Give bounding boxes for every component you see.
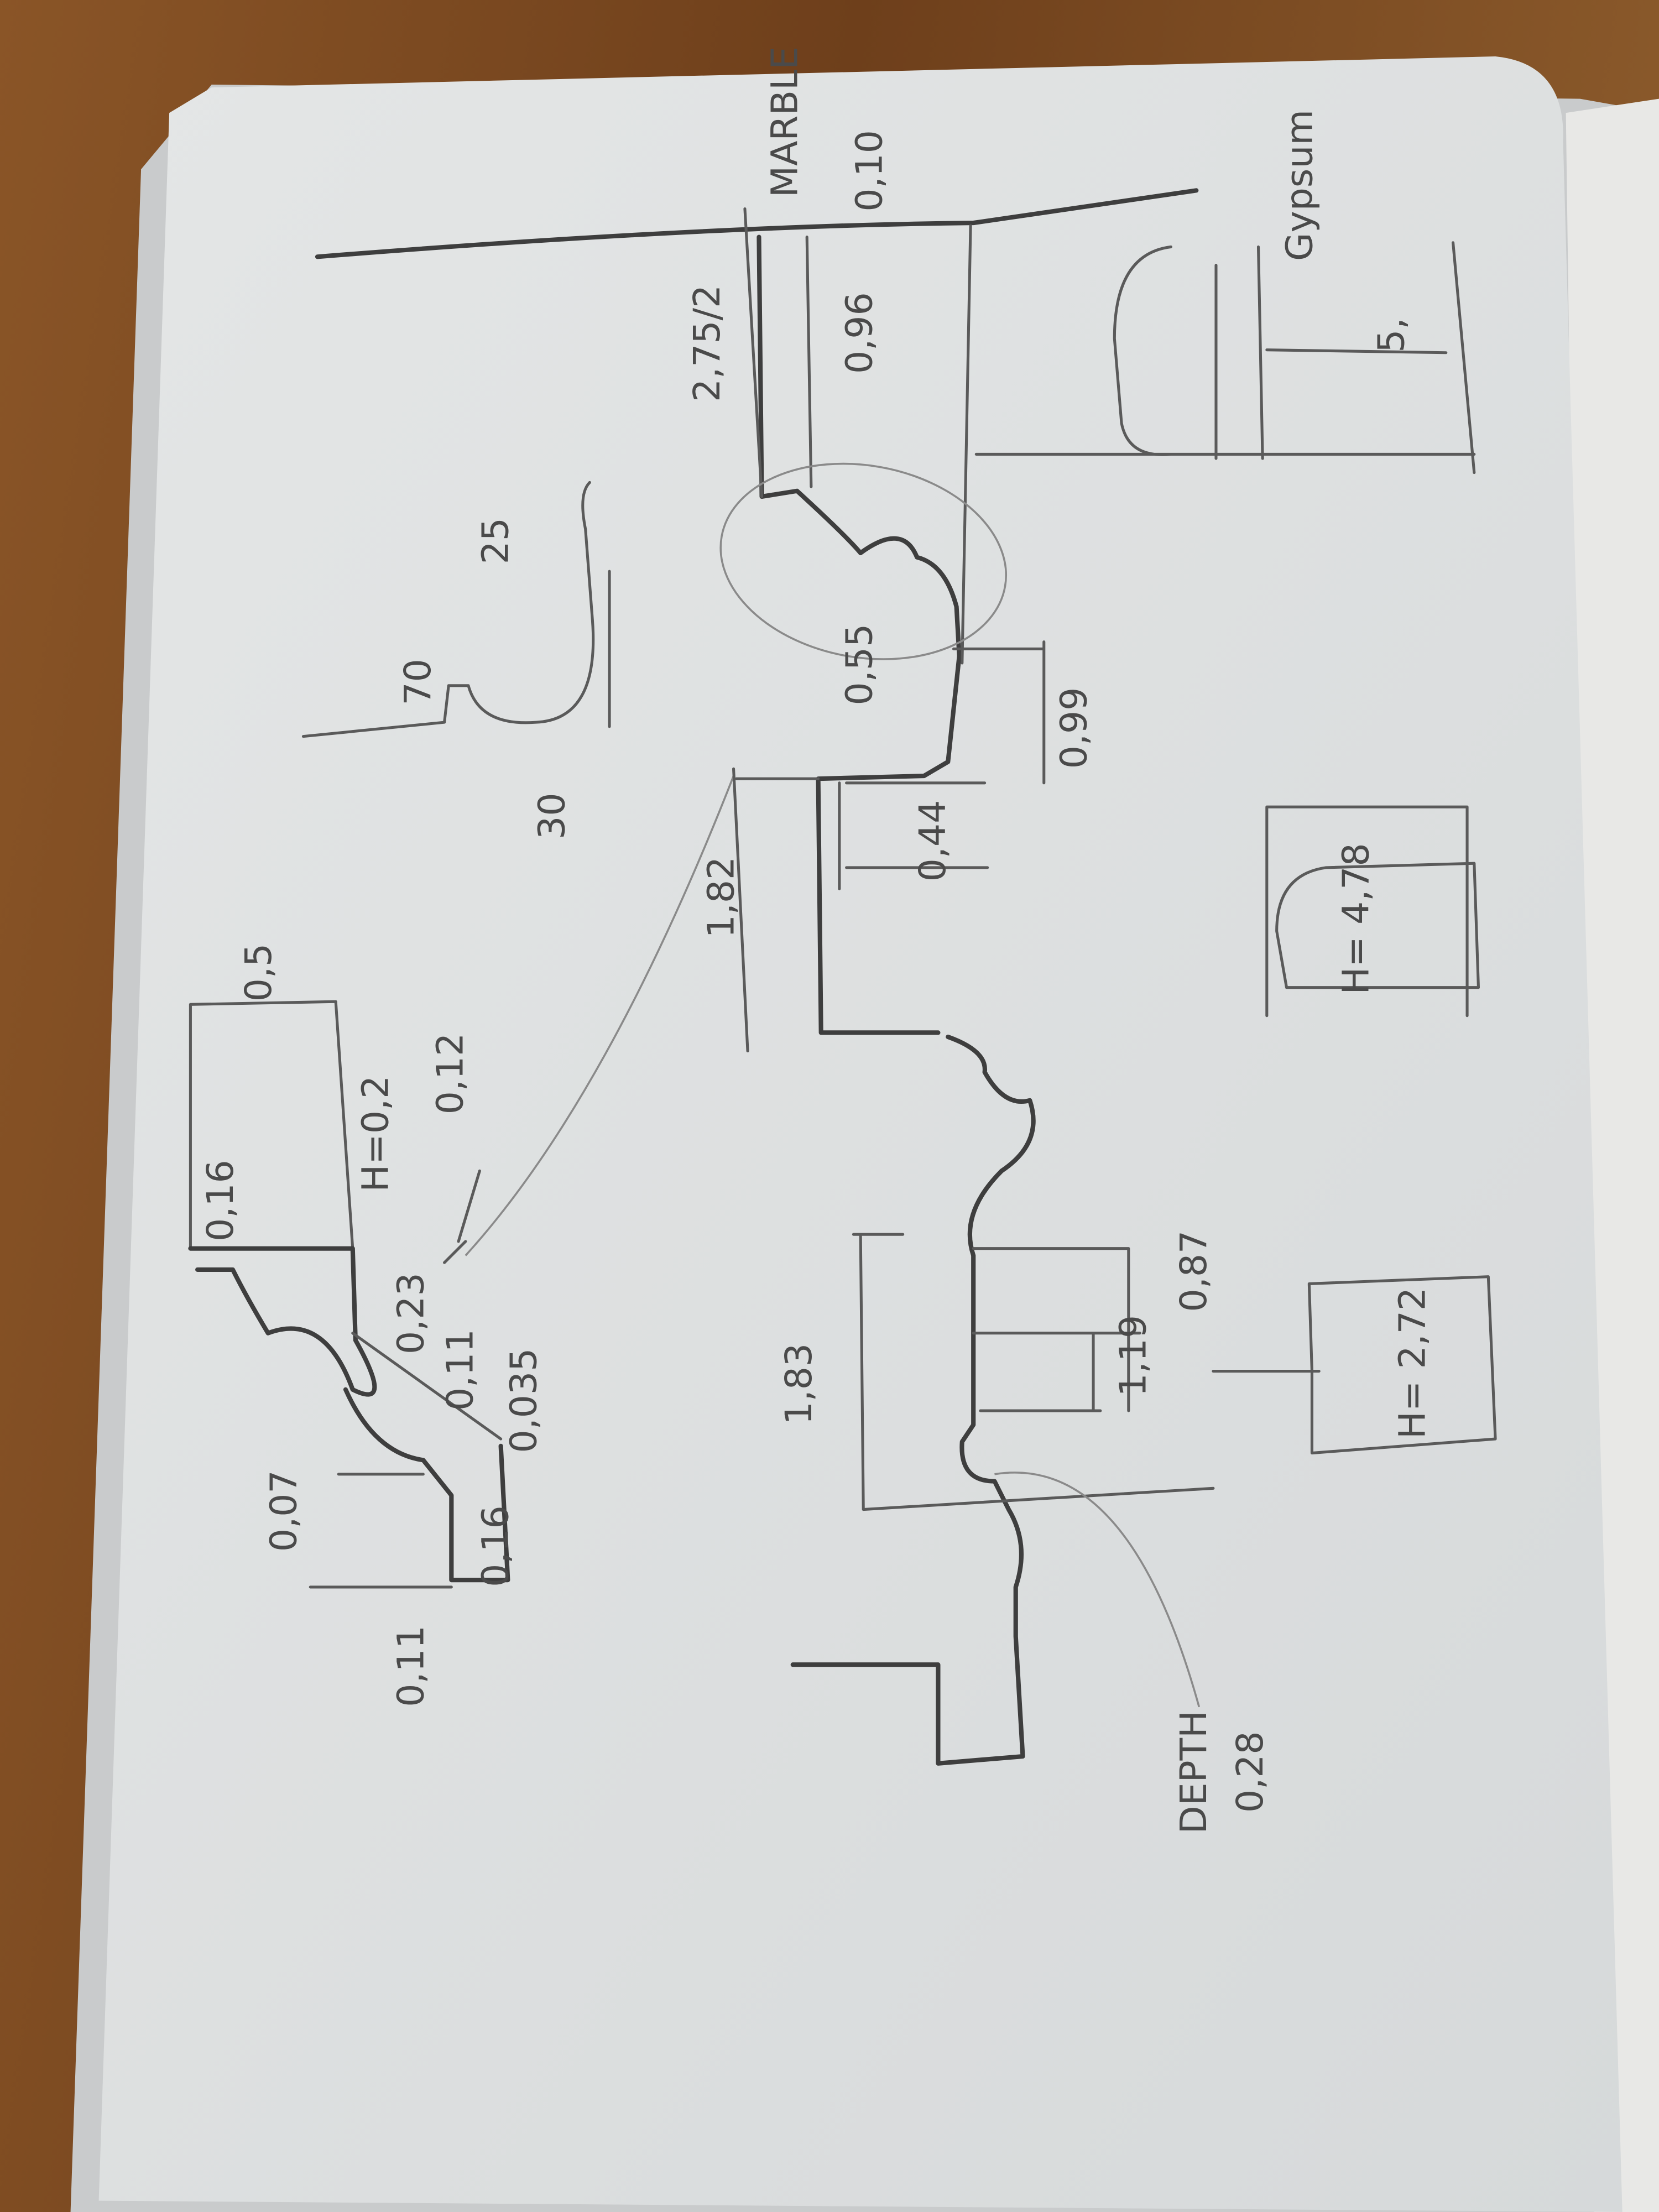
label-1-82: 1,82 — [700, 857, 743, 938]
label-0-96: 0,96 — [838, 292, 881, 374]
label-0-44: 0,44 — [911, 800, 954, 882]
label-0-28: 0,28 — [1228, 1731, 1271, 1813]
label-2-75-2: 2,75/2 — [685, 285, 728, 402]
label-0-87: 0,87 — [1172, 1230, 1215, 1312]
label-0-5: 0,5 — [237, 943, 280, 1001]
label-0-10: 0,10 — [847, 130, 890, 212]
small-profile-drawing — [301, 481, 611, 738]
label-1-83: 1,83 — [777, 1343, 820, 1425]
gypsum-block-drawing — [974, 241, 1476, 474]
label-0-035: 0,035 — [502, 1348, 545, 1453]
label-0-16-top: 0,16 — [199, 1160, 242, 1241]
lower-profile-drawing — [790, 1168, 1497, 1766]
label-h-4-78: H= 4,78 — [1334, 843, 1377, 994]
arch-panel-drawing — [1265, 805, 1480, 1018]
label-0-11: 0,11 — [439, 1329, 482, 1411]
label-5: 5, — [1369, 317, 1412, 352]
label-marble: MARBLE — [763, 46, 806, 197]
label-0-11-left: 0,11 — [389, 1625, 432, 1707]
notebook-page — [98, 56, 1623, 2212]
label-0-12: 0,12 — [429, 1033, 472, 1115]
label-0-16-bottom: 0,16 — [473, 1505, 517, 1587]
label-0-07: 0,07 — [262, 1470, 305, 1552]
dimension-labels: 0,5 H=0,2 0,12 0,16 0,23 0,11 0,035 0,16… — [199, 46, 1434, 1834]
label-1-19: 1,19 — [1111, 1315, 1154, 1397]
label-h-0-2: H=0,2 — [354, 1076, 397, 1192]
label-h-2-72: H= 2,72 — [1391, 1287, 1434, 1439]
label-70: 70 — [396, 659, 439, 705]
label-0-55: 0,55 — [838, 624, 881, 706]
label-0-99: 0,99 — [1052, 687, 1095, 769]
label-depth: DEPTH — [1172, 1710, 1215, 1834]
upper-right-profile-drawing — [315, 188, 1199, 1173]
top-left-molding-drawing — [188, 775, 735, 1589]
label-25: 25 — [473, 518, 517, 564]
label-gypsum: Gypsum — [1277, 109, 1321, 261]
label-0-23: 0,23 — [389, 1272, 432, 1354]
label-30: 30 — [530, 792, 573, 839]
